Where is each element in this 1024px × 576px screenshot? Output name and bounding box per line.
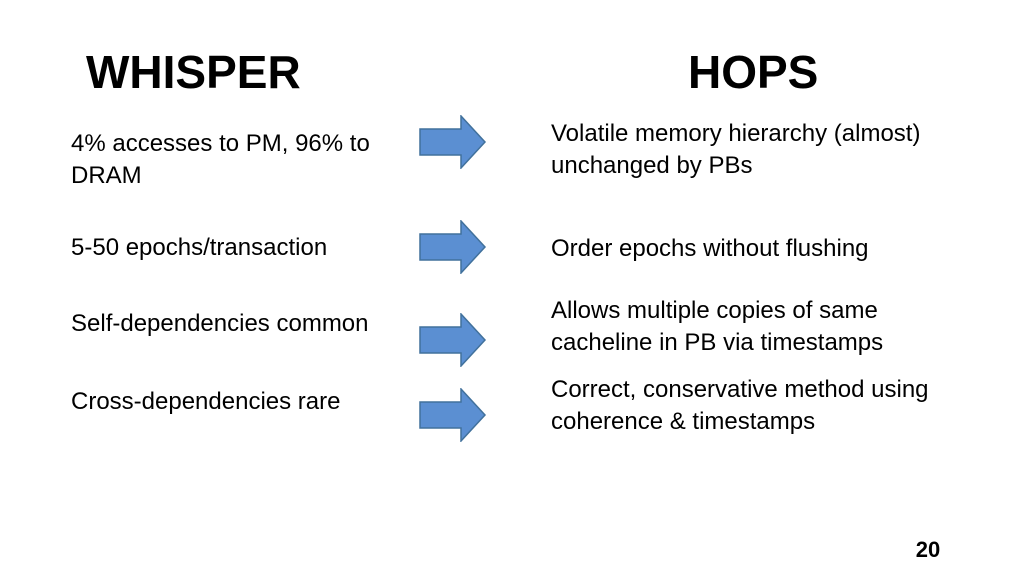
heading-hops: HOPS [688,46,819,98]
arrow-right-icon [419,220,487,274]
page-number: 20 [915,537,941,562]
heading-whisper: WHISPER [86,46,301,98]
hops-point-3: Allows multiple copies of same cacheline… [551,297,884,356]
hops-point-1: Volatile memory hierarchy (almost) uncha… [551,120,921,179]
whisper-point-1: 4% accesses to PM, 96% to DRAM [71,130,370,189]
hops-point-4: Correct, conservative method using coher… [551,376,929,435]
hops-point-2: Order epochs without flushing [551,235,869,262]
arrow-right-icon [419,388,487,442]
whisper-point-2: 5-50 epochs/transaction [71,234,328,261]
whisper-point-3: Self-dependencies common [71,310,369,337]
whisper-point-4: Cross-dependencies rare [71,388,341,415]
arrow-right-icon [419,313,487,367]
arrow-right-icon [419,115,487,169]
